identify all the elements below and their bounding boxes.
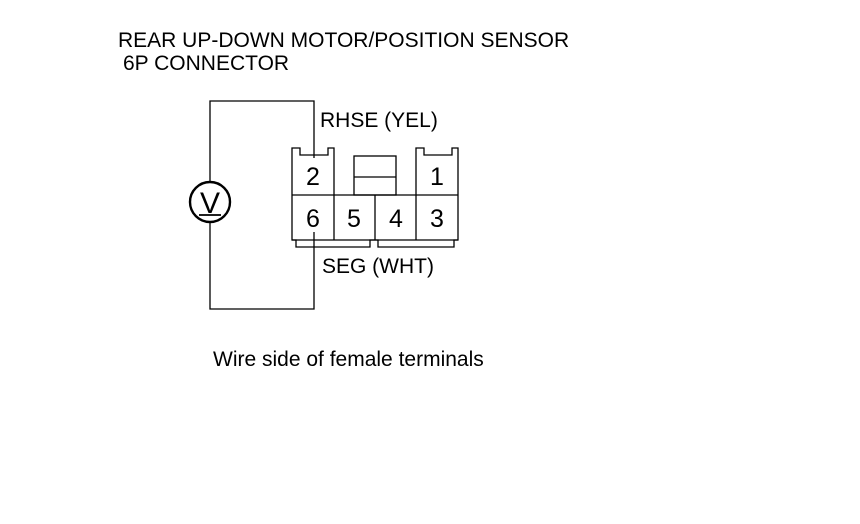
connector-latch (353, 155, 397, 196)
rhse-wire-label: RHSE (YEL) (320, 109, 438, 132)
diagram-caption: Wire side of female terminals (213, 348, 484, 371)
pin-label: 3 (430, 205, 444, 233)
voltmeter-icon (188, 180, 232, 224)
pin-label: 6 (306, 205, 320, 233)
test-lead-upper (209, 100, 315, 181)
test-lead-lower (209, 222, 315, 310)
diagram-title-line1: REAR UP-DOWN MOTOR/POSITION SENSOR (118, 29, 570, 52)
diagram-title-line2: 6P CONNECTOR (123, 52, 290, 75)
pin-label: 5 (347, 205, 361, 233)
voltmeter-symbol: V (200, 187, 220, 220)
pin-label: 1 (430, 163, 444, 191)
connector-housing (291, 147, 459, 248)
pin-label: 2 (306, 163, 320, 191)
seg-wire-label: SEG (WHT) (322, 255, 434, 278)
pin-label: 4 (389, 205, 403, 233)
